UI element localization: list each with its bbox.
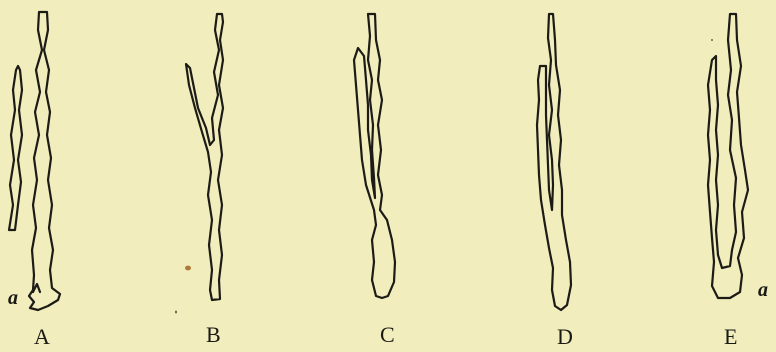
label-D: D bbox=[557, 326, 573, 348]
label-E: E bbox=[724, 326, 737, 348]
specimen-B bbox=[186, 14, 223, 300]
specimen-E bbox=[708, 14, 748, 298]
specimen-A bbox=[29, 12, 60, 310]
paper-dot bbox=[711, 39, 713, 41]
specimen-D bbox=[537, 14, 571, 310]
paper-speck bbox=[185, 266, 191, 271]
fragment-a bbox=[9, 66, 22, 230]
label-C: C bbox=[380, 324, 395, 346]
label-A: A bbox=[34, 326, 50, 348]
paper-dot bbox=[175, 311, 177, 314]
label-a-right: a bbox=[758, 280, 768, 300]
label-B: B bbox=[206, 324, 221, 346]
label-a-left: a bbox=[8, 288, 18, 308]
specimen-C bbox=[354, 14, 395, 298]
